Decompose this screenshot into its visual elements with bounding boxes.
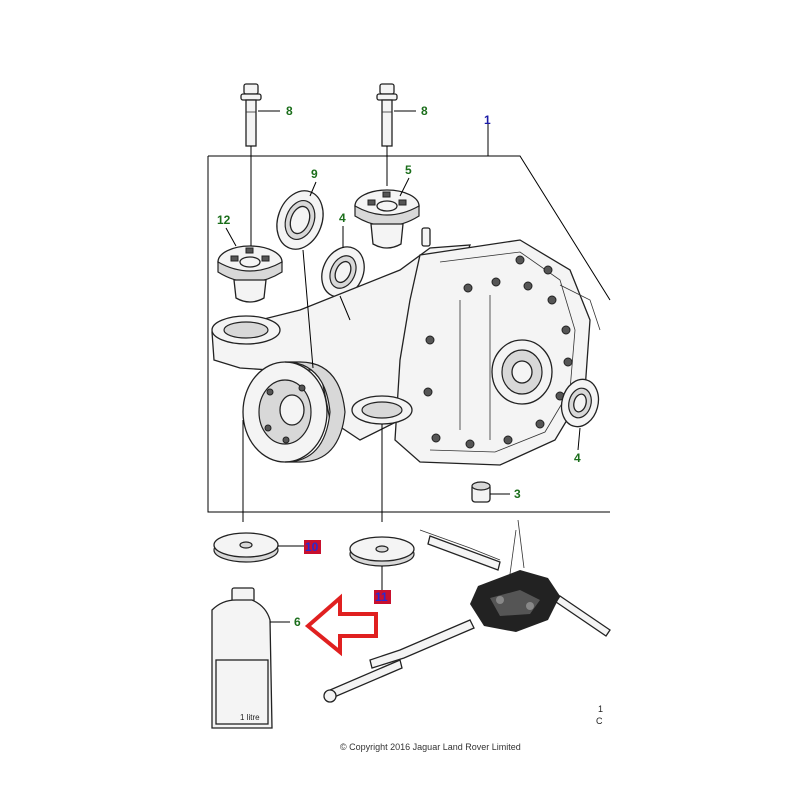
callout-4-right: 4 <box>574 451 581 465</box>
plug-3 <box>471 481 491 503</box>
callout-8-right: 8 <box>421 104 428 118</box>
callout-1: 1 <box>484 113 491 127</box>
bottle-label: 1 litre <box>240 713 260 722</box>
highlight-arrow <box>304 593 378 657</box>
bushing-right <box>354 189 420 249</box>
vehicle-inset <box>323 519 611 703</box>
bolt-left <box>240 83 280 240</box>
callout-4-upper: 4 <box>339 211 346 225</box>
seal-4-right <box>560 378 600 428</box>
mounting-flange <box>242 361 346 463</box>
callout-10: 10 <box>305 540 319 554</box>
callout-11-badge <box>374 590 391 604</box>
copyright: © Copyright 2016 Jaguar Land Rover Limit… <box>340 742 521 752</box>
seal-9 <box>276 190 324 250</box>
callouts: 1 8 8 9 5 12 4 4 3 6 10 11 <box>217 104 581 629</box>
callout-12: 12 <box>217 213 231 227</box>
callout-9: 9 <box>311 167 318 181</box>
oil-bottle: 1 litre <box>211 587 290 729</box>
corner-text-1: 1 <box>598 704 603 714</box>
differential-housing <box>211 227 601 466</box>
callout-5: 5 <box>405 163 412 177</box>
bushing-left <box>217 245 283 303</box>
callout-6: 6 <box>294 615 301 629</box>
seal-4-upper <box>321 246 365 298</box>
callout-8-left: 8 <box>286 104 293 118</box>
corner-text-2: C <box>596 716 603 726</box>
bolt-right <box>376 83 416 186</box>
assembly-frame <box>207 124 611 513</box>
washer-11 <box>349 536 415 590</box>
washer-10 <box>213 532 304 563</box>
guide-lines <box>242 240 383 522</box>
callout-10-badge <box>304 540 321 554</box>
callout-11: 11 <box>375 590 388 604</box>
callout-3: 3 <box>514 487 521 501</box>
lower-mount-ring <box>351 395 413 425</box>
